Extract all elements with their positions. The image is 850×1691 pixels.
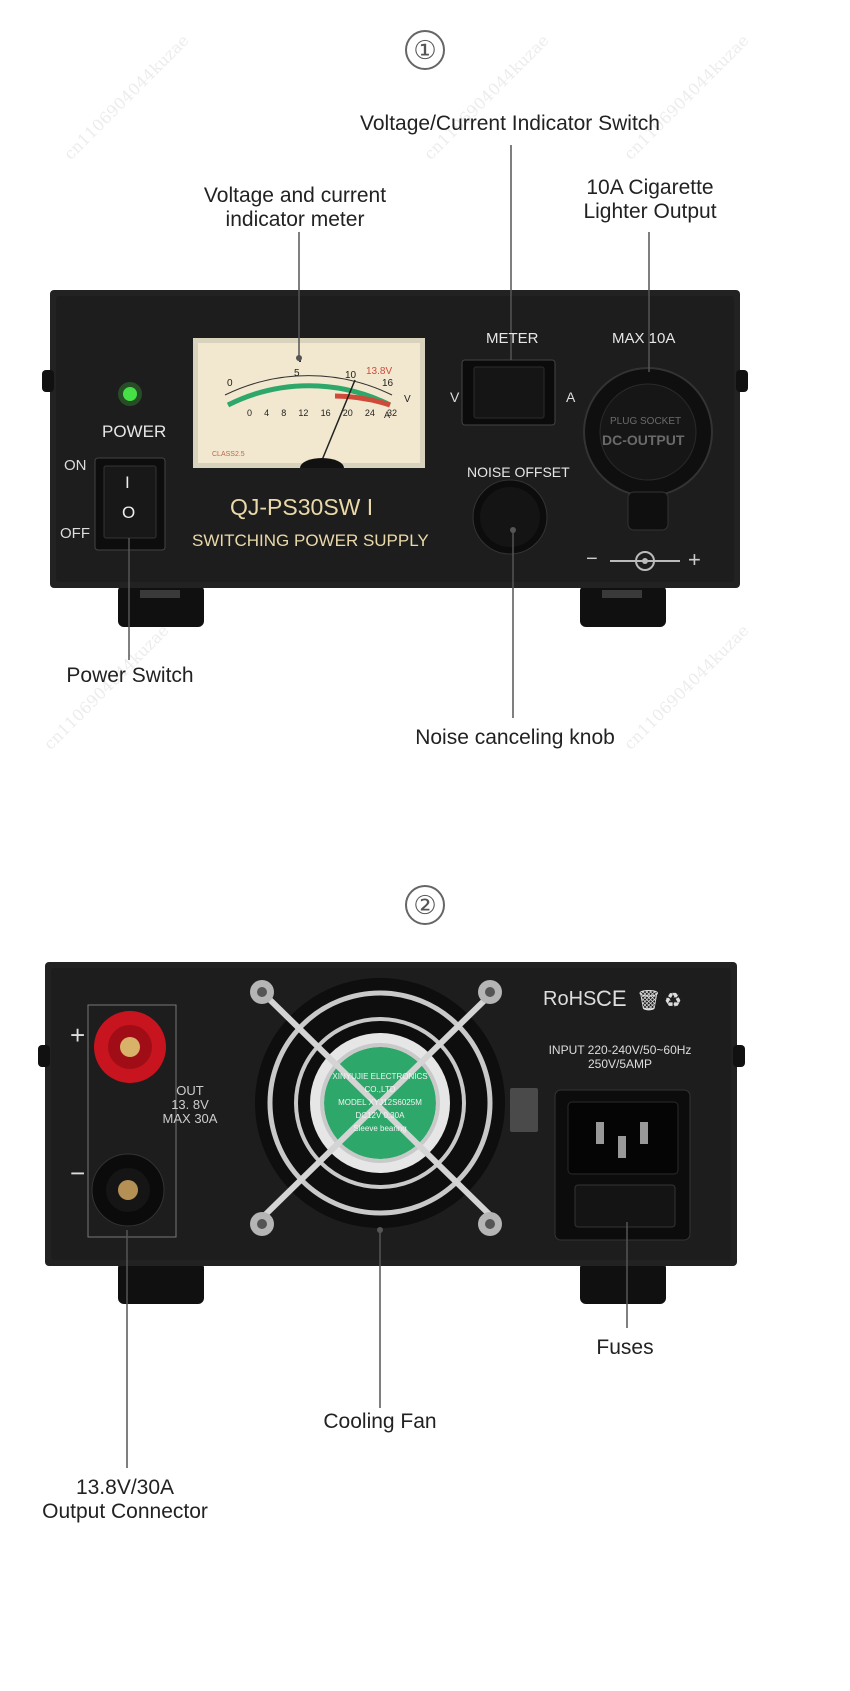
gauge-a-unit: A [384, 410, 391, 420]
callout-power-switch: Power Switch [66, 664, 194, 687]
fan-label-line: XINYUJIE ELECTRONICS CO.,LTD [332, 1072, 428, 1094]
gauge-v-tick-0: 0 [227, 378, 233, 389]
front-left-foot [118, 585, 204, 627]
polarity-minus: − [586, 548, 598, 570]
callout-output-connector: 13.8V/30A Output Connector [20, 1476, 230, 1524]
rear-left-foot [118, 1262, 204, 1304]
gauge-nominal: 13.8V [366, 366, 393, 377]
gauge-a-tick: 0 [247, 408, 253, 418]
fan-label: XINYUJIE ELECTRONICS CO.,LTD MODEL XYJ12… [324, 1070, 436, 1135]
meter-label: METER [486, 330, 539, 347]
power-led [123, 387, 137, 401]
socket-text-1: PLUG SOCKET [610, 416, 682, 427]
power-label: POWER [102, 422, 167, 441]
gauge-class: CLASS2.5 [212, 451, 245, 458]
on-label: ON [64, 457, 87, 474]
polarity-plus: + [688, 547, 701, 572]
callout-lighter-line-1: 10A Cigarette [586, 176, 714, 199]
switch-on-mark: I [125, 473, 130, 492]
callout-lighter: 10A Cigarette Lighter Output [560, 176, 740, 224]
gauge-v-tick-16: 16 [382, 378, 394, 389]
callout-meter-line-2: indicator meter [225, 208, 365, 231]
minus-mark: − [70, 1158, 86, 1188]
noise-offset-label: NOISE OFFSET [467, 464, 570, 480]
gauge-a-ticks: 0 4 8 12 16 20 24 32 [247, 408, 397, 418]
plus-mark: + [70, 1020, 86, 1050]
model-label: QJ-PS30SW I [230, 494, 374, 520]
weee-icon: 🗑 [636, 990, 662, 1012]
ce-label: CE [596, 986, 627, 1011]
rohs-label: RoHS [543, 988, 597, 1010]
callout-meter: Voltage and current indicator meter [180, 184, 410, 232]
callout-cooling-fan: Cooling Fan [323, 1410, 437, 1433]
out-label: OUT 13. 8V MAX 30A [150, 1084, 230, 1126]
fuse-holder [574, 1184, 676, 1228]
callout-indicator-switch: Voltage/Current Indicator Switch [360, 112, 660, 135]
fan-label-line: MODEL XYJ12S6025M [338, 1098, 422, 1107]
gauge-needle [319, 379, 356, 466]
callout-output-line-1: 13.8V/30A [75, 1476, 175, 1499]
input-line-1: INPUT 220-240V/50~60Hz [548, 1043, 692, 1057]
gauge-a-tick: 4 [264, 408, 270, 418]
gauge-v-tick-10: 10 [345, 370, 357, 381]
callout-lighter-line-2: Lighter Output [583, 200, 717, 223]
front-view-panel: cn1106904044kuzae cn1106904044kuzae cn11… [0, 0, 850, 840]
gauge-a-tick: 8 [281, 408, 287, 418]
dip-switch [510, 1088, 538, 1132]
out-line: OUT [176, 1083, 204, 1098]
gauge-a-tick: 16 [320, 408, 331, 418]
recycle-icon: ♻ [664, 990, 682, 1012]
switch-v-label: V [450, 389, 460, 405]
off-label: OFF [60, 525, 90, 542]
callout-meter-line-1: Voltage and current [203, 184, 387, 207]
input-rating: INPUT 220-240V/50~60Hz 250V/5AMP [525, 1043, 715, 1071]
rear-device-drawing [38, 962, 745, 1468]
callout-noise-knob: Noise canceling knob [415, 726, 615, 749]
fan-label-line: DC12V 0.30A [355, 1111, 405, 1120]
callout-fuses: Fuses [596, 1336, 654, 1359]
switch-off-mark: O [122, 503, 136, 522]
out-line: MAX 30A [162, 1111, 218, 1126]
socket-text-2: DC-OUTPUT [602, 432, 685, 448]
subtitle-label: SWITCHING POWER SUPPLY [192, 531, 429, 550]
front-device-drawing [42, 145, 748, 718]
input-line-2: 250V/5AMP [587, 1057, 653, 1071]
gauge-a-tick: 12 [298, 408, 309, 418]
fan-label-line: Sleeve bearing [353, 1124, 407, 1133]
gauge-v-tick-5: 5 [294, 368, 300, 379]
step-number: ① [405, 30, 445, 70]
gauge-v-unit: V [404, 394, 411, 405]
max-10a-label: MAX 10A [612, 330, 676, 347]
rear-right-foot [580, 1262, 666, 1304]
gauge-a-tick: 32 [386, 408, 397, 418]
step-number: ② [405, 885, 445, 925]
switch-a-label: A [566, 389, 576, 405]
rear-view-panel: ② [0, 840, 850, 1691]
front-right-foot [580, 585, 666, 627]
out-line: 13. 8V [171, 1097, 209, 1112]
gauge-a-tick: 20 [342, 408, 353, 418]
gauge-a-tick: 24 [364, 408, 375, 418]
callout-output-line-2: Output Connector [42, 1500, 208, 1523]
